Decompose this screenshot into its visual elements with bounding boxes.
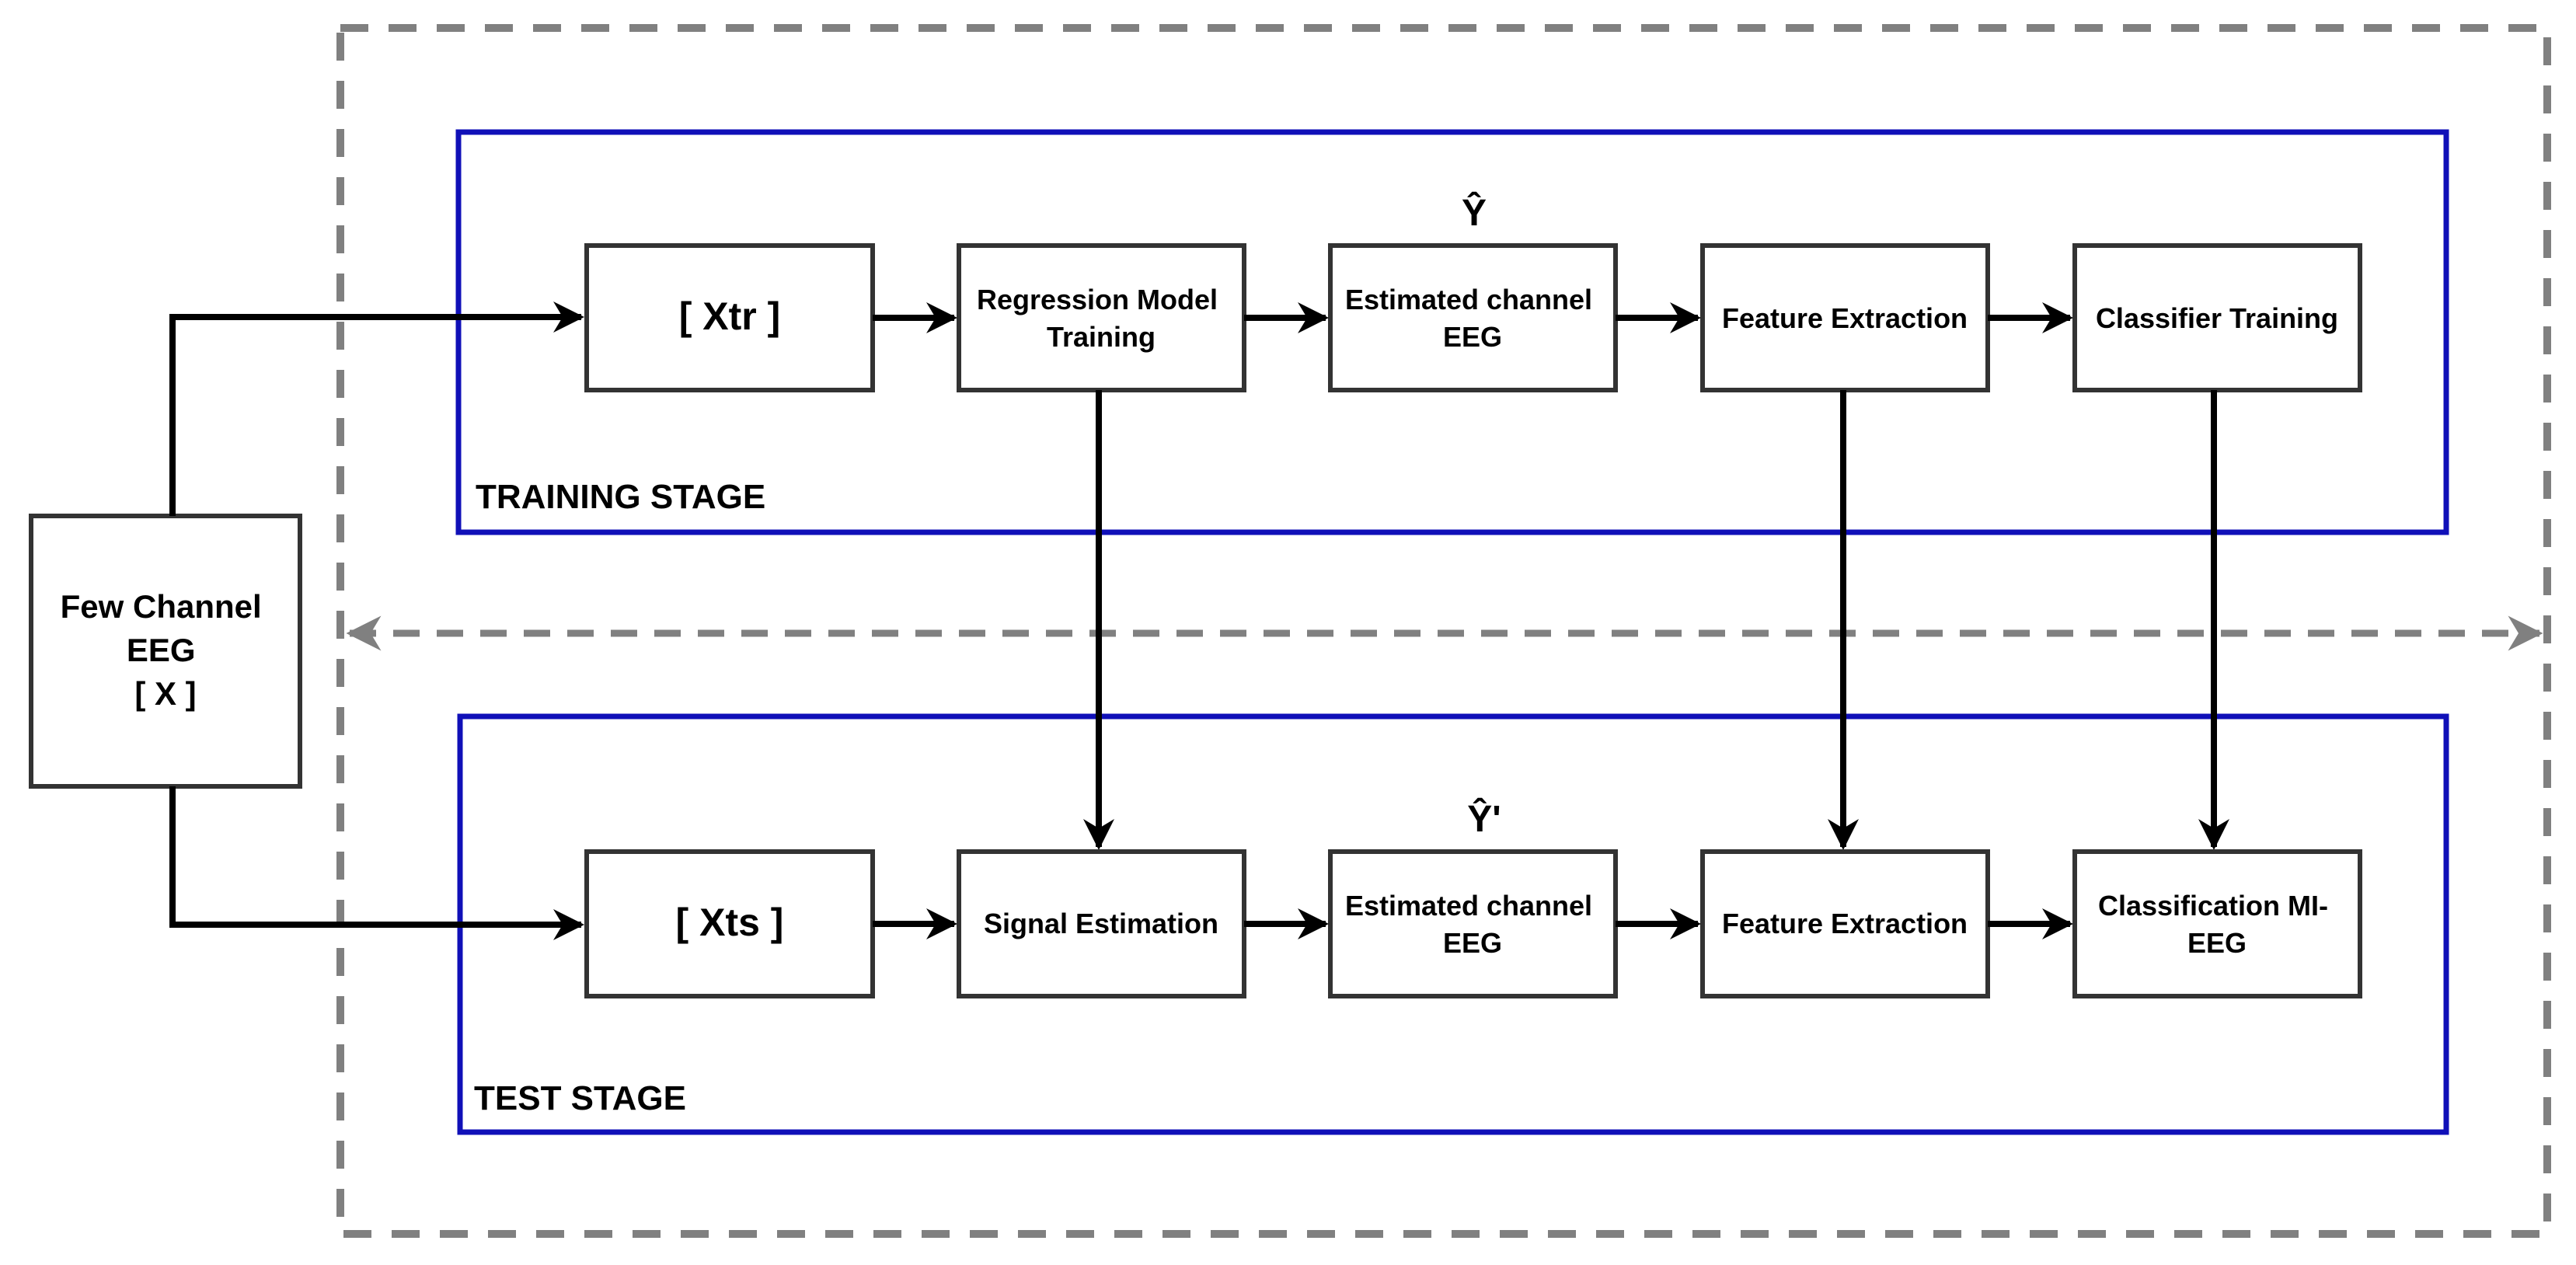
source-to-train-arrow	[169, 301, 584, 516]
y-hat-prime-symbol: Ŷ'	[1467, 797, 1501, 840]
outer-dashed-frame	[336, 24, 2551, 1238]
feature-extraction-train-label: Feature Extraction	[1722, 302, 1968, 334]
source-line-3: [ X ]	[134, 675, 196, 712]
regression-training-label: Regression Model Training	[977, 284, 1225, 353]
xts-box	[584, 849, 875, 998]
estimated-channel-test-label: Estimated channel EEG	[1345, 890, 1600, 959]
few-channel-eeg-box	[29, 514, 302, 789]
feature-extraction-test-box	[1700, 849, 1990, 998]
xts-label: [ Xts ]	[676, 901, 784, 944]
few-channel-eeg-label: Few Channel EEG [ X ]	[61, 588, 271, 712]
classification-mi-eeg-box	[2072, 849, 2362, 998]
xtr-label: [ Xtr ]	[679, 294, 781, 338]
training-stage-label: TRAINING STAGE	[476, 478, 765, 516]
source-line-1: Few Channel	[61, 588, 262, 625]
source-to-test-arrow	[169, 786, 584, 940]
classifier-training-label: Classifier Training	[2096, 302, 2338, 334]
source-line-2: EEG	[127, 632, 196, 668]
test-stage-label: TEST STAGE	[474, 1079, 686, 1117]
estimated-channel-test-box	[1328, 849, 1618, 998]
signal-estimation-label: Signal Estimation	[984, 908, 1218, 939]
estimated-channel-train-label: Estimated channel EEG	[1345, 284, 1600, 353]
regression-training-box	[957, 243, 1246, 392]
estimated-channel-train-box	[1328, 243, 1618, 392]
classification-mi-eeg-label: Classification MI- EEG	[2098, 890, 2336, 959]
y-hat-symbol: Ŷ	[1462, 191, 1487, 234]
classifier-training-box	[2072, 243, 2362, 392]
feature-extraction-test-label: Feature Extraction	[1722, 908, 1968, 939]
training-stage-frame	[455, 129, 2449, 535]
